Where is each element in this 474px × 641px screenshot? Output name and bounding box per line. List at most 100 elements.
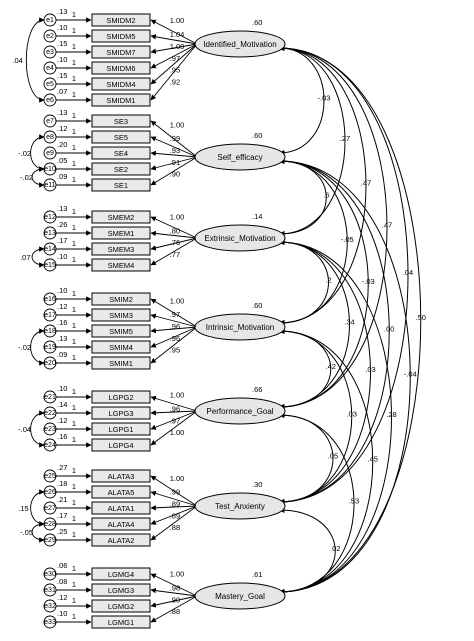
error-label-e29: e29: [44, 537, 56, 544]
factor-covariance-label: .02: [330, 544, 340, 553]
factor-covariance-identified-motivation-self-efficacy: [278, 45, 325, 156]
error-circle-e26: [43, 485, 57, 499]
indicator-label-smim5: SMIM5: [109, 327, 133, 336]
indicator-label-smem4: SMEM4: [108, 261, 135, 270]
indicator-label-se1: SE1: [114, 181, 128, 190]
indicator-label-smim3: SMIM3: [109, 311, 133, 320]
indicator-box-lgmg1: [91, 615, 151, 629]
latent-factor-performance-goal: [194, 397, 286, 425]
indicator-box-alata2: [91, 533, 151, 547]
error-label-e28: e28: [44, 521, 56, 528]
indicator-box-se3: [91, 114, 151, 128]
error-label-e27: e27: [44, 505, 56, 512]
indicator-label-lgmg3: LGMG3: [108, 586, 134, 595]
indicator-box-smim4: [91, 340, 151, 354]
loading-arrow-smim5: [150, 326, 198, 334]
loading-arrow-lgmg1: [150, 595, 198, 623]
factor-covariance-intrinsic-motivation-mastery-goal: [278, 328, 374, 595]
error-variance-e30: .06: [57, 561, 67, 570]
error-variance-e13: .26: [57, 220, 67, 229]
indicator-label-smidm1: SMIDM1: [106, 96, 135, 105]
loading-value-lgpg2: 1.00: [170, 391, 185, 400]
error-circle-e33: [43, 615, 57, 629]
factor-covariance-identified-motivation-intrinsic-motivation: [278, 45, 367, 326]
error-variance-e5: .15: [57, 71, 67, 80]
indicator-box-smem4: [91, 258, 151, 272]
loading-value-smidm7: 1.00: [170, 42, 185, 51]
loading-arrow-se3: [150, 120, 198, 158]
error-label-e9: e9: [46, 150, 54, 157]
error-circle-e24: [43, 438, 57, 452]
latent-factor-intrinsic-motivation: [194, 313, 286, 341]
loading-arrow-se2: [150, 156, 198, 171]
factor-covariance-self-efficacy-mastery-goal: [278, 158, 411, 595]
indicator-label-alata3: ALATA3: [108, 472, 135, 481]
error-covariance-arc: [30, 410, 45, 448]
loading-value-se1: .90: [170, 170, 180, 179]
loading-value-smim3: .97: [170, 310, 180, 319]
error-path-weight: 1: [72, 435, 76, 444]
latent-factor-mastery-goal: [194, 582, 286, 610]
error-variance-e27: .21: [57, 495, 67, 504]
error-label-e6: e6: [46, 97, 54, 104]
loading-arrow-smidm5: [150, 34, 198, 45]
factor-covariance-label: .2: [325, 276, 331, 285]
error-circle-e20: [43, 356, 57, 370]
indicator-label-alata1: ALATA1: [108, 504, 135, 513]
loading-arrow-smidm7: [150, 43, 198, 54]
factor-covariance-label: .6: [323, 191, 329, 200]
indicator-label-smidm7: SMIDM7: [106, 48, 135, 57]
error-path-weight: 1: [72, 26, 76, 35]
loading-arrow-lgmg2: [150, 595, 198, 608]
error-circle-e27: [43, 501, 57, 515]
error-covariance-label: .07: [20, 253, 30, 262]
loading-arrow-smem1: [150, 230, 198, 239]
indicator-box-smim5: [91, 324, 151, 338]
indicator-label-lgpg1: LGPG1: [108, 425, 133, 434]
loading-arrow-se4: [150, 150, 198, 158]
indicator-box-lgpg3: [91, 406, 151, 420]
indicator-label-se3: SE3: [114, 117, 128, 126]
loading-value-smim1: .95: [170, 346, 180, 355]
error-variance-e15: .10: [57, 252, 67, 261]
error-path-weight: 1: [72, 58, 76, 67]
error-label-e2: e2: [46, 33, 54, 40]
error-variance-e28: .17: [57, 511, 67, 520]
loading-value-se2: .91: [170, 158, 180, 167]
indicator-label-smem2: SMEM2: [108, 213, 135, 222]
node-layer: SMIDM2e1.13SMIDM5e2.10SMIDM7e3.15SMIDM6e…: [43, 7, 286, 629]
indicator-box-lgpg1: [91, 422, 151, 436]
factor-covariance-self-efficacy-test-anxienty: [278, 158, 390, 505]
factor-covariance-label: -.04: [404, 370, 417, 379]
indicator-label-lgmg1: LGMG1: [108, 618, 134, 627]
loading-value-smim2: 1.00: [170, 296, 185, 305]
error-label-e26: e26: [44, 489, 56, 496]
error-covariance-arc: [25, 17, 45, 103]
loading-arrow-smem2: [150, 216, 198, 239]
indicator-box-se4: [91, 146, 151, 160]
factor-covariance-identified-motivation-mastery-goal: [278, 45, 422, 595]
factor-covariance-label: .00: [384, 325, 394, 334]
indicator-box-lgpg2: [91, 390, 151, 404]
loading-value-smidm2: 1.00: [170, 16, 185, 25]
loading-arrow-se1: [150, 156, 198, 186]
error-label-e31: e31: [44, 587, 56, 594]
indicator-box-smidm7: [91, 45, 151, 59]
error-path-weight: 1: [72, 239, 76, 248]
indicator-box-alata5: [91, 485, 151, 499]
error-path-weight: 1: [72, 207, 76, 216]
indicator-label-lgmg2: LGMG2: [108, 602, 134, 611]
latent-factor-label-extrinsic-motivation: Extrinsic_Motivation: [204, 234, 275, 243]
indicator-label-smidm5: SMIDM5: [106, 32, 135, 41]
error-label-e30: e30: [44, 571, 56, 578]
loading-value-lgpg1: .97: [170, 416, 180, 425]
error-circle-e22: [43, 406, 57, 420]
error-path-weight: 1: [72, 159, 76, 168]
indicator-label-smim4: SMIM4: [109, 343, 133, 352]
indicator-label-smidm6: SMIDM6: [106, 64, 135, 73]
indicator-label-smim1: SMIM1: [109, 359, 133, 368]
loading-arrow-smidm1: [150, 43, 198, 101]
error-covariance-label: -.05: [20, 528, 33, 537]
loading-arrow-smim2: [150, 298, 198, 328]
